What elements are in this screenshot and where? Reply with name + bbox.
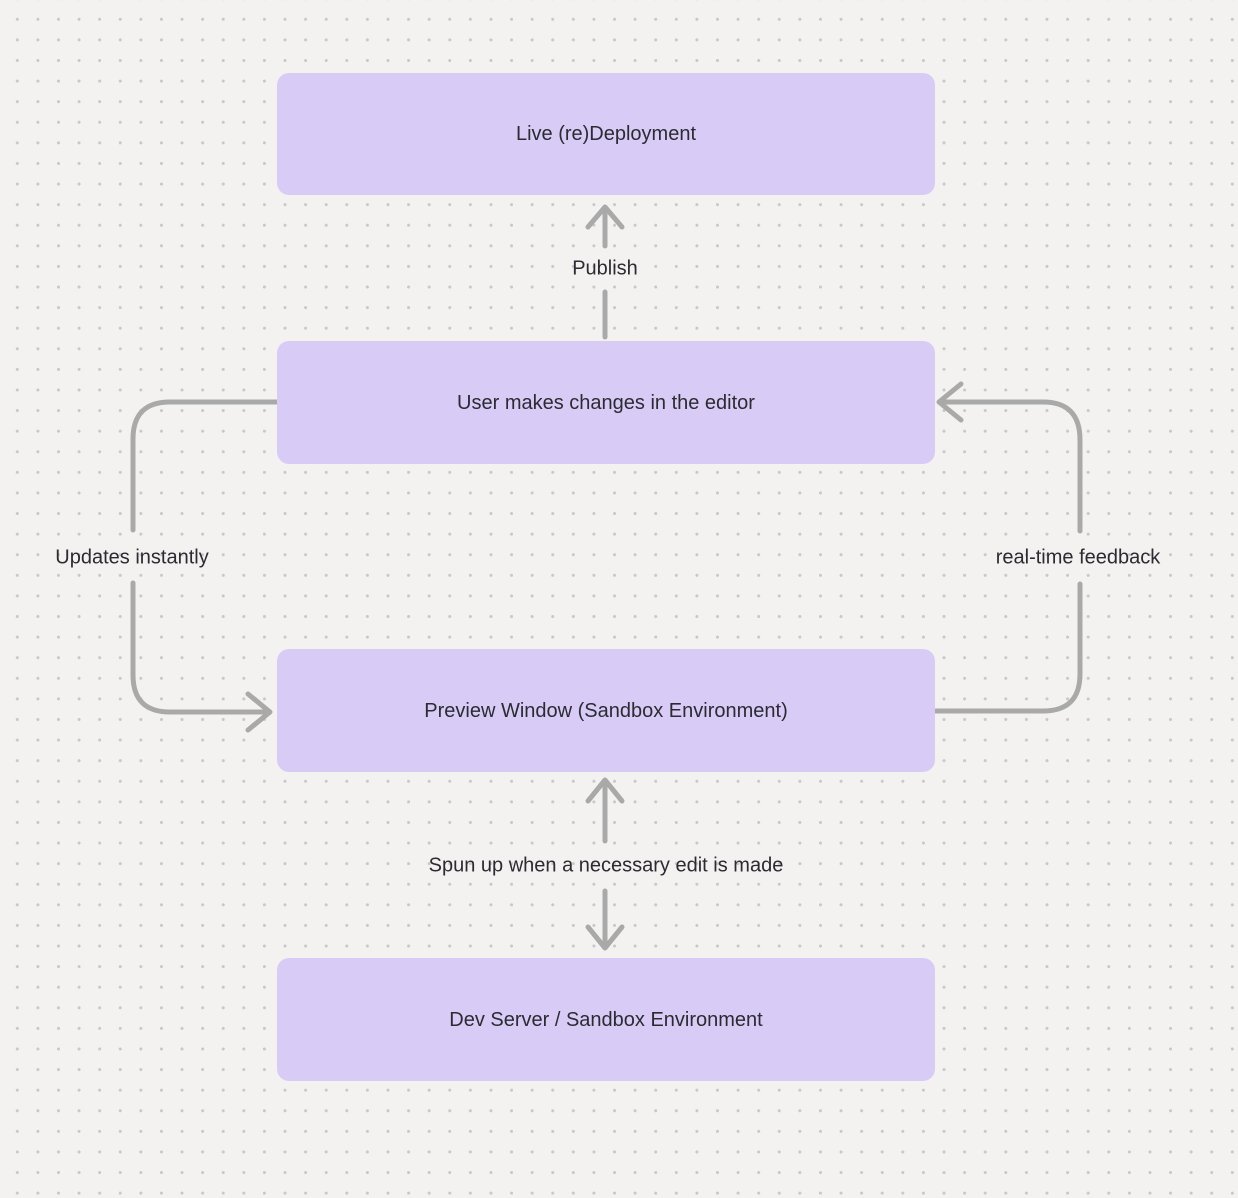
edge-real-time-feedback-connector (932, 381, 1083, 714)
arrowhead-right-icon (245, 691, 273, 733)
edge-line (932, 581, 1083, 714)
node-label: Preview Window (Sandbox Environment) (424, 699, 788, 722)
edge-label-real-time-feedback: real-time feedback (995, 546, 1161, 569)
node-user-changes[interactable]: User makes changes in the editor (277, 341, 935, 464)
edge-publish-connector (585, 204, 625, 340)
edge-label-publish: Publish (572, 257, 638, 280)
edge-label-updates-instantly: Updates instantly (55, 546, 209, 569)
edge-updates-instantly-connector (130, 399, 280, 733)
node-label: Dev Server / Sandbox Environment (449, 1008, 763, 1031)
edge-line (130, 399, 280, 533)
edge-line (130, 580, 267, 715)
arrowhead-up-icon (585, 777, 625, 804)
node-label: Live (re)Deployment (515, 123, 697, 145)
edge-spun-up-connector (585, 777, 625, 951)
arrowhead-up-icon (585, 204, 625, 230)
edge-label-spun-up: Spun up when a necessary edit is made (428, 854, 784, 877)
node-live-redeployment[interactable]: Live (re)Deployment (277, 73, 935, 195)
arrowhead-down-icon (585, 924, 625, 951)
edge-line (942, 399, 1083, 534)
node-preview-window[interactable]: Preview Window (Sandbox Environment) (277, 649, 935, 772)
node-label: User makes changes in the editor (457, 391, 755, 414)
node-dev-server[interactable]: Dev Server / Sandbox Environment (277, 958, 935, 1081)
arrowhead-left-icon (936, 381, 964, 423)
